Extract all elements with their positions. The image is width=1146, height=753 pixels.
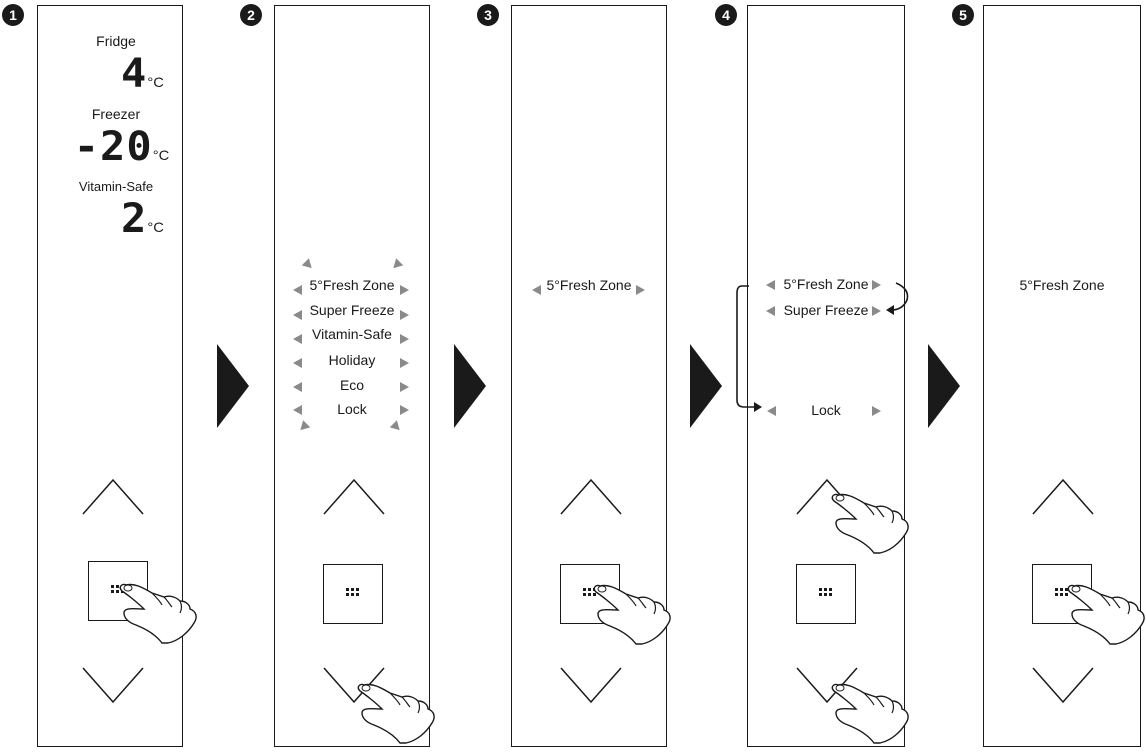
vitamin-safe-temperature: 2°C [120,196,164,242]
chevron-down-icon[interactable] [556,666,626,706]
control-panel-4: 5°Fresh Zone Super Freeze Lock [747,5,905,747]
arrow-right-icon [400,382,409,392]
menu-grid-icon [819,588,832,596]
chevron-down-icon[interactable] [319,666,389,706]
pointing-hand-icon [831,493,909,554]
arrow-right-icon [400,405,409,415]
pointing-hand-icon [357,683,435,744]
loop-back-arrow-icon [736,285,754,408]
arrow-left-icon [293,405,302,415]
step-number-4: 4 [715,4,737,26]
option-eco: Eco [339,377,365,393]
arrow-right-icon [636,285,645,295]
arrow-left-icon [767,406,776,416]
arrow-right-icon [872,406,881,416]
next-step-arrow-icon [454,344,486,428]
next-step-arrow-icon [217,344,249,428]
option-fresh-zone: 5°Fresh Zone [783,276,869,292]
pointing-hand-icon [1067,584,1145,645]
control-panel-1: Fridge 4°C Freezer -20°C Vitamin-Safe 2°… [37,5,183,747]
control-panel-5: 5°Fresh Zone [983,5,1141,747]
fridge-temperature: 4°C [120,51,164,97]
step-number-1: 1 [2,4,24,26]
arrow-left-icon [293,310,302,320]
freezer-label: Freezer [91,106,141,122]
arrow-right-icon [400,334,409,344]
menu-grid-icon [346,588,359,596]
arrow-head-icon [754,402,762,412]
chevron-down-icon[interactable] [1028,666,1098,706]
option-holiday: Holiday [328,352,376,368]
arrow-left-icon [293,358,302,368]
option-lock: Lock [811,402,841,418]
unit-label: °C [147,74,164,90]
control-panel-2: 5°Fresh Zone Super Freeze Vitamin-Safe H… [274,5,430,747]
chevron-up-icon[interactable] [1028,476,1098,516]
arrow-right-icon [400,358,409,368]
chevron-up-icon[interactable] [78,476,148,516]
unit-label: °C [152,147,170,163]
cycle-arrow-icon [892,282,909,311]
chevron-up-icon[interactable] [319,476,389,516]
option-fresh-zone: 5°Fresh Zone [309,277,395,293]
fridge-label: Fridge [96,33,136,49]
arrow-right-icon [872,306,881,316]
step-number-5: 5 [952,4,974,26]
option-super-freeze: Super Freeze [783,302,869,318]
arrow-left-icon [293,382,302,392]
arrow-left-icon [766,306,775,316]
pointing-hand-icon [831,683,909,744]
vitamin-safe-label: Vitamin-Safe [78,179,154,194]
freezer-temperature: -20°C [73,124,170,170]
arrow-right-icon [400,310,409,320]
arrow-left-icon [293,334,302,344]
option-fresh-zone: 5°Fresh Zone [1019,277,1105,293]
arrow-left-icon [293,285,302,295]
option-fresh-zone: 5°Fresh Zone [546,277,632,293]
arrow-right-icon [400,285,409,295]
arrow-left-icon [766,280,775,290]
option-lock: Lock [337,401,367,417]
menu-button[interactable] [796,564,856,624]
chevron-up-icon[interactable] [556,476,626,516]
arrow-right-icon [872,280,881,290]
option-vitamin-safe: Vitamin-Safe [312,326,392,342]
chevron-down-icon[interactable] [78,666,148,706]
step-number-3: 3 [477,4,499,26]
arrow-left-icon [532,285,541,295]
step-number-2: 2 [240,4,262,26]
menu-button[interactable] [323,564,383,624]
control-panel-3: 5°Fresh Zone [511,5,667,747]
option-super-freeze: Super Freeze [309,302,395,318]
next-step-arrow-icon [928,344,960,428]
menu-grid-icon [1055,588,1068,596]
next-step-arrow-icon [690,344,722,428]
arrow-head-icon [886,305,894,315]
chevron-down-icon[interactable] [792,666,862,706]
pointing-hand-icon [119,583,197,644]
pointing-hand-icon [593,584,671,645]
unit-label: °C [147,219,164,235]
